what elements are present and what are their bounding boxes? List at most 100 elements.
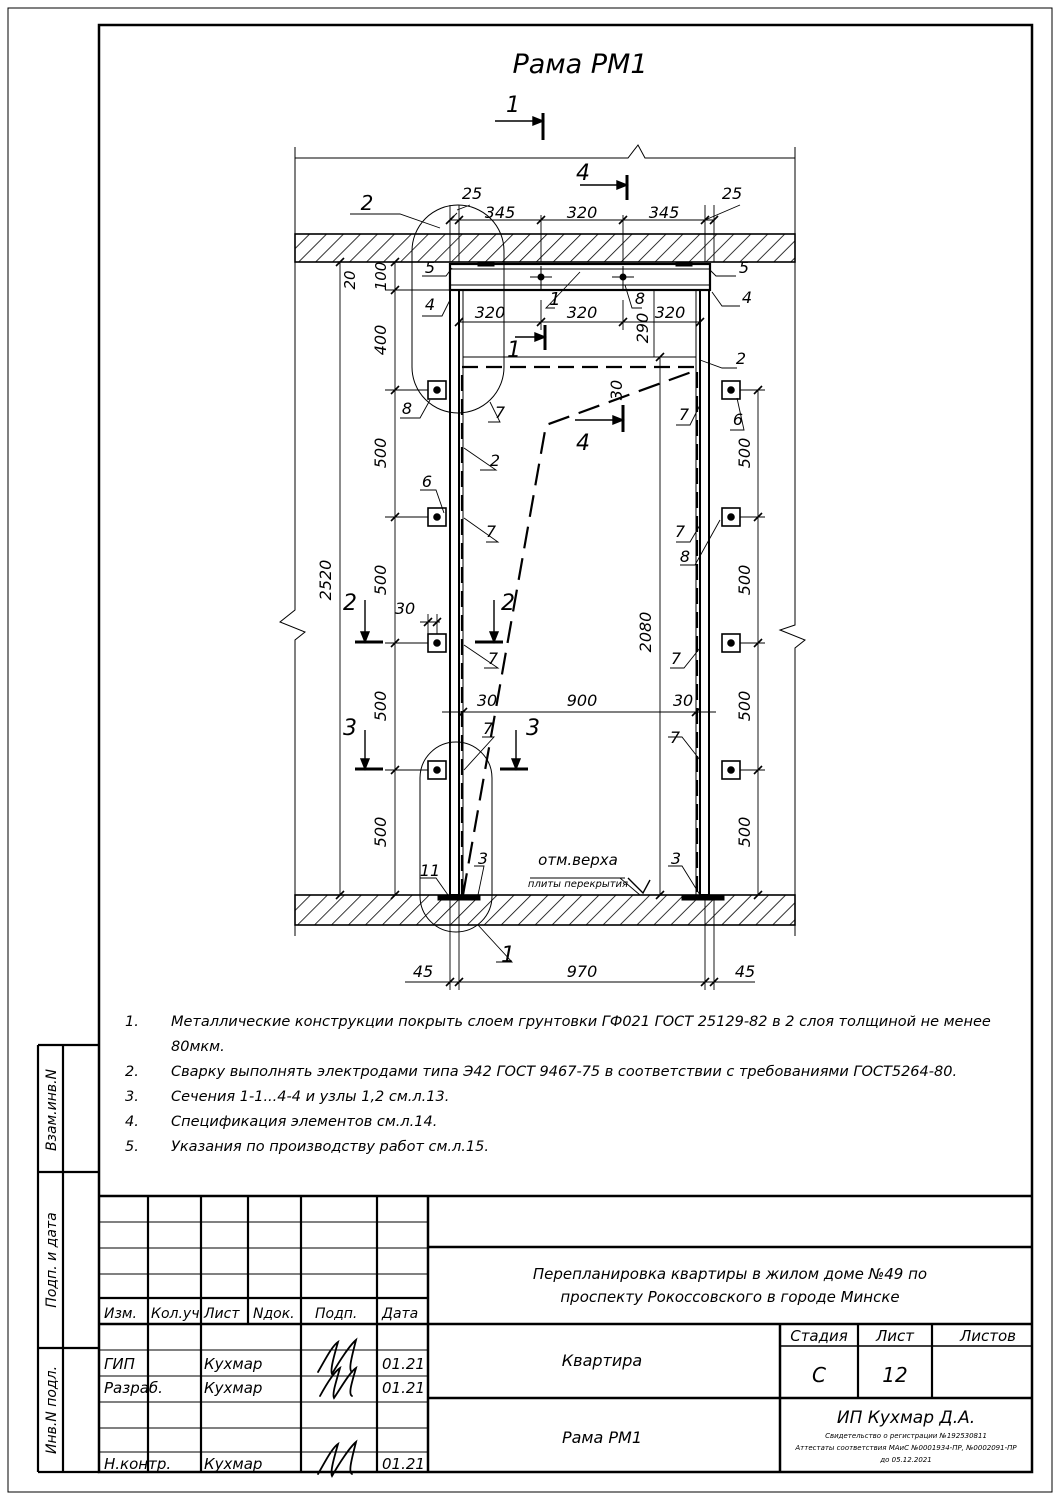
left-anchors	[427, 380, 447, 780]
frame-drawing	[279, 113, 806, 990]
title-block-grid	[99, 1194, 1032, 1472]
dim-290: 290	[633, 313, 652, 344]
dim-right-500-2: 500	[735, 565, 754, 596]
note-number: 4.	[125, 1114, 139, 1130]
callout-3-right: 3	[671, 849, 681, 868]
row-nkontr-date: 01.21	[382, 1455, 425, 1473]
callout-7-a: 7	[495, 403, 506, 422]
header-data: Дата	[381, 1306, 418, 1322]
section-2-left: 2	[343, 591, 357, 616]
section-4-mid: 4	[576, 431, 590, 456]
dim-320-a: 320	[475, 303, 506, 322]
dim-30-a: 30	[477, 691, 497, 710]
dim-left-500-3: 500	[371, 691, 390, 722]
section-1-top: 1	[506, 93, 520, 118]
callout-7-g: 7	[483, 719, 494, 738]
dim-2080: 2080	[636, 612, 655, 653]
dim-45-left: 45	[413, 962, 433, 981]
callout-8-right: 8	[680, 547, 690, 566]
dim-320-b: 320	[567, 303, 598, 322]
callout-5-left: 5	[425, 258, 435, 277]
dim-900: 900	[567, 691, 598, 710]
dim-30-left: 30	[395, 599, 415, 618]
callout-7-h: 7	[670, 728, 681, 747]
callout-7-d: 7	[675, 522, 686, 541]
note-number: 1.	[125, 1014, 139, 1030]
callout-labels: 2 5 4 5 4 8 8 7 2 6 7 2 6 7 7 8 7 7 7 7 …	[361, 191, 752, 968]
note-item: 4. Спецификация элементов см.л.14.	[125, 1110, 1005, 1135]
level-mark-sublabel: плиты перекрытия	[528, 879, 628, 890]
note-number: 5.	[125, 1139, 139, 1155]
row-razrab-date: 01.21	[382, 1379, 425, 1397]
lists-label: Листов	[959, 1327, 1016, 1345]
callout-8-top: 8	[635, 289, 645, 308]
dim-right-500-1: 500	[735, 438, 754, 469]
stage-value: С	[812, 1363, 826, 1387]
callout-7-f: 7	[671, 649, 682, 668]
inner-frame	[97, 23, 1034, 1474]
dim-345-left: 345	[485, 203, 516, 222]
list-label: Лист	[875, 1327, 915, 1345]
door-swing-line	[461, 368, 698, 896]
level-mark-label: отм.верха	[538, 851, 618, 869]
door-leaf-outline	[460, 365, 699, 895]
project-line-1: Перепланировка квартиры в жилом доме №49…	[533, 1265, 927, 1283]
note-text: Металлические конструкции покрыть слоем …	[171, 1014, 991, 1055]
signatures	[317, 1337, 358, 1478]
section-labels: 1 4 1 1 4 2 2 3 3	[343, 93, 590, 741]
dim-970: 970	[567, 962, 598, 981]
dim-320-top: 320	[567, 203, 598, 222]
callout-2-right: 2	[736, 349, 746, 368]
note-text: Сварку выполнять электродами типа Э42 ГО…	[171, 1064, 958, 1080]
section-name: Квартира	[562, 1351, 642, 1370]
general-notes: 1. Металлические конструкции покрыть сло…	[125, 1010, 1005, 1160]
row-gip-date: 01.21	[382, 1355, 425, 1373]
outer-border	[7, 7, 1053, 1493]
dim-320-c: 320	[655, 303, 686, 322]
callout-2-top: 2	[361, 191, 374, 215]
dim-left-500-2: 500	[371, 565, 390, 596]
note-number: 3.	[125, 1089, 139, 1105]
note-text: Спецификация элементов см.л.14.	[171, 1114, 438, 1130]
header-list: Лист	[203, 1306, 240, 1322]
note-item: 2. Сварку выполнять электродами типа Э42…	[125, 1060, 1005, 1085]
header-podp: Подп.	[315, 1306, 357, 1322]
project-line-2: проспекту Рокоссовского в городе Минске	[560, 1288, 899, 1306]
right-post	[699, 289, 710, 896]
callout-2-mid: 2	[490, 451, 500, 470]
callout-8-left: 8	[402, 399, 412, 418]
callout-4-left: 4	[425, 295, 435, 314]
callout-11: 11	[420, 861, 440, 880]
note-item: 1. Металлические конструкции покрыть сло…	[125, 1010, 1005, 1060]
dim-30-b: 30	[673, 691, 693, 710]
dim-30-top: 30	[607, 380, 626, 400]
dim-25-left: 25	[462, 184, 482, 203]
callout-5-right: 5	[739, 258, 749, 277]
callout-6-left: 6	[422, 472, 432, 491]
drawing-title: Рама РМ1	[512, 49, 647, 80]
dim-right-500-4: 500	[735, 817, 754, 848]
callout-4-right: 4	[742, 288, 752, 307]
row-nkontr-name: Кухмар	[204, 1455, 262, 1473]
dim-left-500-1: 500	[371, 438, 390, 469]
top-beam	[448, 262, 712, 292]
sheet-number: 12	[882, 1363, 907, 1387]
company-cert-2: Аттестаты соответствия МАиС №0001934-ПР,…	[794, 1444, 1017, 1452]
company-name: ИП Кухмар Д.А.	[837, 1408, 975, 1428]
callout-1-bottom: 1	[501, 943, 515, 968]
callout-3-left: 3	[478, 849, 488, 868]
section-1-mid-2: 1	[549, 289, 560, 310]
row-gip-role: ГИП	[104, 1355, 135, 1373]
note-number: 2.	[125, 1064, 139, 1080]
company-cert-3: до 05.12.2021	[879, 1456, 931, 1464]
dim-400: 400	[371, 325, 390, 356]
side-stamp	[36, 1043, 99, 1474]
row-razrab-name: Кухмар	[204, 1379, 262, 1397]
dim-2520: 2520	[316, 560, 335, 601]
section-3-right: 3	[526, 716, 540, 741]
callout-7-e: 7	[488, 649, 499, 668]
row-razrab-role: Разраб.	[104, 1379, 163, 1397]
sheet-title: Рама РМ1	[562, 1428, 642, 1447]
callout-7-c: 7	[486, 522, 497, 541]
